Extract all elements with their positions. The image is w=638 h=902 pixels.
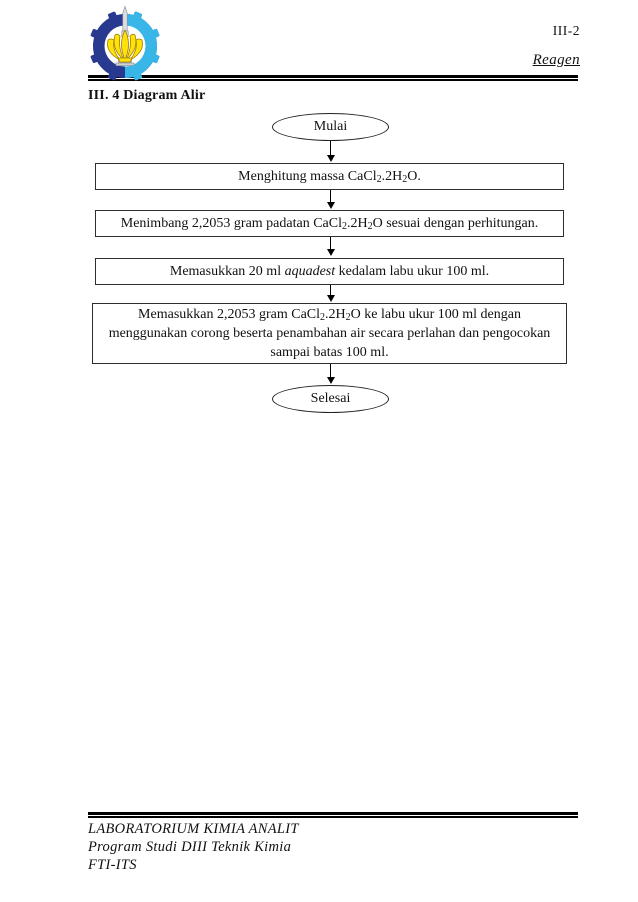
section-label: Reagen xyxy=(532,52,580,68)
footer-line-faculty: FTI-ITS xyxy=(88,857,137,873)
footer-line-lab: LABORATORIUM KIMIA ANALIT xyxy=(88,821,299,837)
page-title: III. 4 Diagram Alir xyxy=(88,88,206,103)
arrow-head xyxy=(326,249,335,256)
footer-line-program: Program Studi DIII Teknik Kimia xyxy=(88,839,292,855)
flow-arrow-down-icon xyxy=(326,285,335,302)
flowchart-end-terminator: Selesai xyxy=(272,385,389,413)
arrow-shaft xyxy=(329,364,332,377)
arrow-shaft xyxy=(329,190,332,202)
its-logo-icon xyxy=(88,4,162,84)
flow-arrow-down-icon xyxy=(326,141,335,162)
footer: LABORATORIUM KIMIA ANALIT Program Studi … xyxy=(88,820,299,874)
arrow-shaft xyxy=(329,285,332,295)
flow-arrow-down-icon xyxy=(326,237,335,256)
flowchart-start-terminator: Mulai xyxy=(272,113,389,141)
header-rule xyxy=(88,75,578,81)
arrow-head xyxy=(326,377,335,384)
header-rule-thin-line xyxy=(88,79,578,81)
flow-arrow-down-icon xyxy=(326,364,335,384)
header-rule-thick-line xyxy=(88,75,578,78)
page-number: III-2 xyxy=(552,23,580,38)
arrow-shaft xyxy=(329,237,332,249)
arrow-head xyxy=(326,155,335,162)
arrow-head xyxy=(326,295,335,302)
footer-rule-thin-line xyxy=(88,816,578,818)
lotus-icon xyxy=(107,29,143,63)
flow-arrow-down-icon xyxy=(326,190,335,209)
flow-step-1-box: Menghitung massa CaCl2.2H2O. xyxy=(95,163,564,190)
arrow-shaft xyxy=(329,141,332,155)
flow-step-2-box: Menimbang 2,2053 gram padatan CaCl2.2H2O… xyxy=(95,210,564,237)
arrow-head xyxy=(326,202,335,209)
footer-rule-thick-line xyxy=(88,812,578,815)
flow-step-4-box: Memasukkan 2,2053 gram CaCl2.2H2O ke lab… xyxy=(92,303,567,364)
flow-step-3-box: Memasukkan 20 ml aquadest kedalam labu u… xyxy=(95,258,564,285)
footer-rule xyxy=(88,812,578,818)
